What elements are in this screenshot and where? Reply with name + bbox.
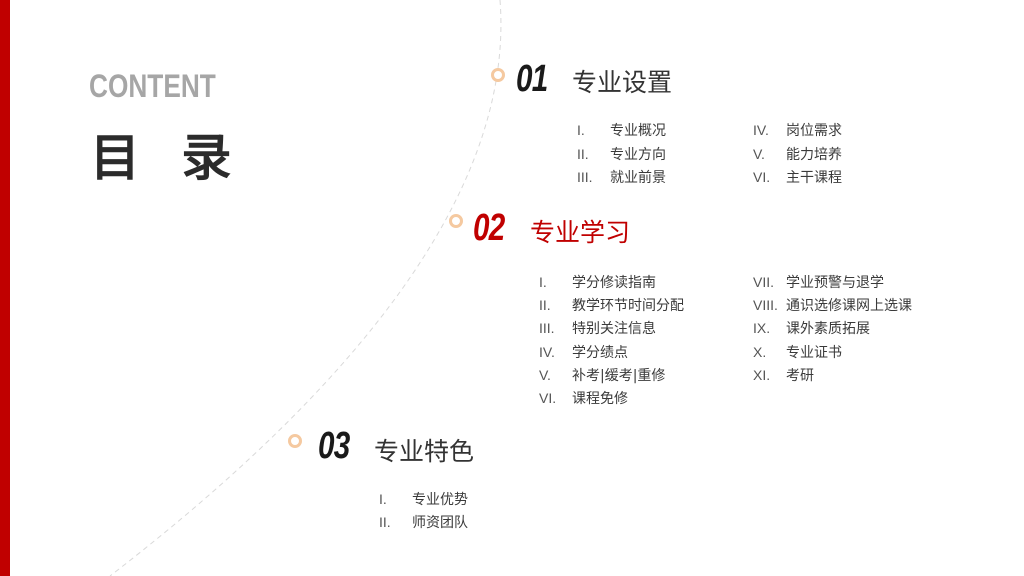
list-item[interactable]: I.专业优势 [379,491,468,508]
list-item[interactable]: V.补考|缓考|重修 [539,367,666,384]
list-item[interactable]: III.就业前景 [577,169,666,186]
section-2-title[interactable]: 专业学习 [530,218,631,247]
section-1-title[interactable]: 专业设置 [572,68,673,97]
section-1-number: 01 [516,58,548,100]
section-3-dot [288,434,302,448]
list-item[interactable]: II.师资团队 [379,514,468,531]
list-item[interactable]: VIII.通识选修课网上选课 [753,297,912,314]
section-2-dot [449,214,463,228]
list-item[interactable]: VI.课程免修 [539,390,628,407]
list-item[interactable]: VI.主干课程 [753,169,842,186]
page-title: 目 录 [90,129,244,187]
list-item[interactable]: IV.学分绩点 [539,344,628,361]
list-item[interactable]: V.能力培养 [753,146,842,163]
list-item[interactable]: II.教学环节时间分配 [539,297,684,314]
list-item[interactable]: XI.考研 [753,367,814,384]
list-item[interactable]: I.专业概况 [577,122,666,139]
list-item[interactable]: IX.课外素质拓展 [753,320,870,337]
section-3-number: 03 [318,425,350,467]
list-item[interactable]: I.学分修读指南 [539,274,656,291]
content-label: CONTENT [89,68,216,104]
section-3-title[interactable]: 专业特色 [374,437,475,466]
list-item[interactable]: IV.岗位需求 [753,122,842,139]
section-1-dot [491,68,505,82]
list-item[interactable]: VII.学业预警与退学 [753,274,884,291]
list-item[interactable]: X.专业证书 [753,344,842,361]
list-item[interactable]: III.特别关注信息 [539,320,656,337]
left-accent-bar [0,0,10,576]
list-item[interactable]: II.专业方向 [577,146,666,163]
section-2-number: 02 [473,207,505,249]
